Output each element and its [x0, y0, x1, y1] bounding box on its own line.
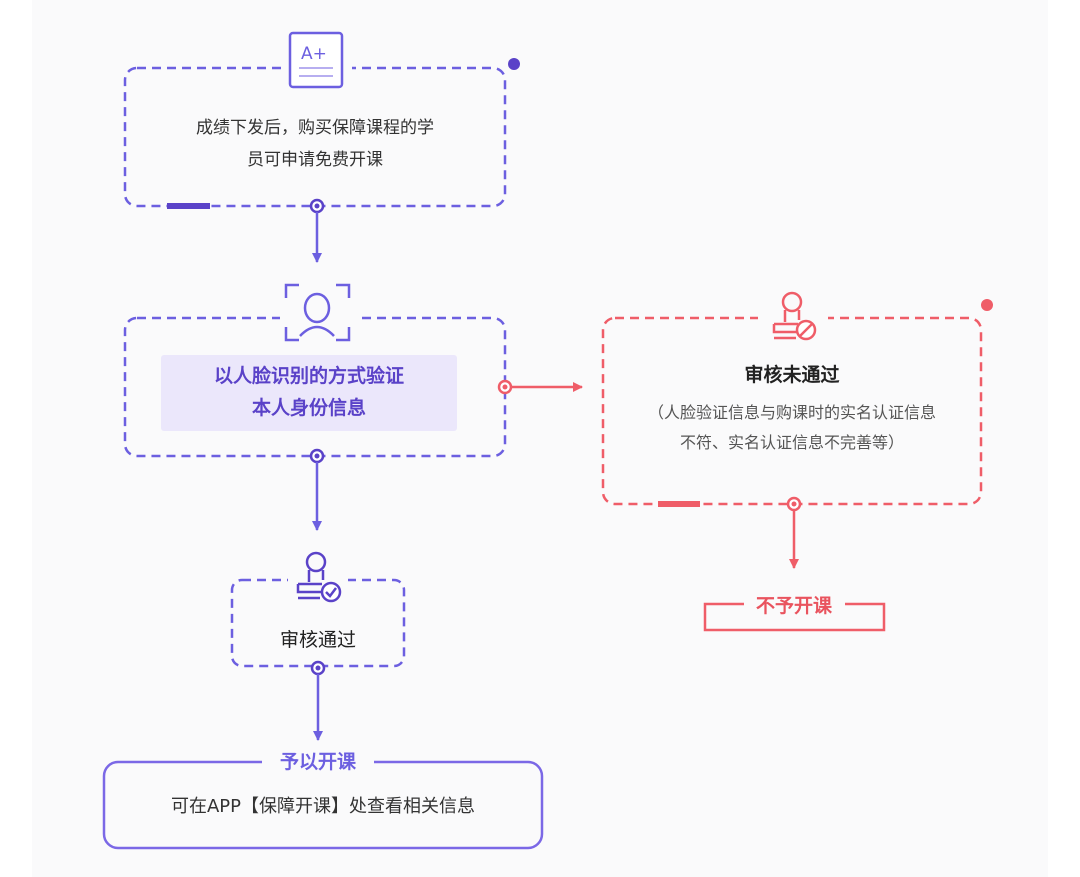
step1-line2: 员可申请免费开课: [247, 150, 383, 170]
svg-text:A+: A+: [301, 44, 327, 64]
stamp-forbidden-icon: [772, 291, 817, 341]
step1-text: 成绩下发后，购买保障课程的学 员可申请免费开课: [140, 112, 490, 176]
grade-icon: A+: [288, 31, 344, 89]
grant-title: 予以开课: [262, 748, 374, 776]
fail-title: 审核未通过: [744, 364, 840, 386]
deny-label: 不予开课: [755, 595, 832, 617]
step1-line1: 成绩下发后，购买保障课程的学: [196, 118, 434, 138]
fail-body: （人脸验证信息与购课时的实名认证信息不符、实名认证信息不完善等）: [603, 398, 981, 458]
fail-body-text: （人脸验证信息与购课时的实名认证信息不符、实名认证信息不完善等）: [647, 403, 936, 452]
grant-body: 可在APP【保障开课】处查看相关信息: [170, 796, 476, 817]
step2-text: 以人脸识别的方式验证 本人身份信息: [161, 360, 457, 424]
step2-line1: 以人脸识别的方式验证: [213, 365, 404, 387]
step2-highlight: [161, 355, 457, 431]
background-panel: [32, 0, 1048, 877]
face-scan-icon: [284, 283, 351, 342]
step2-line2: 本人身份信息: [251, 397, 366, 419]
stamp-check-icon: [296, 551, 342, 603]
deny-bracket: [703, 602, 886, 632]
step2-box: [123, 280, 507, 458]
pass-label: 审核通过: [279, 629, 356, 651]
